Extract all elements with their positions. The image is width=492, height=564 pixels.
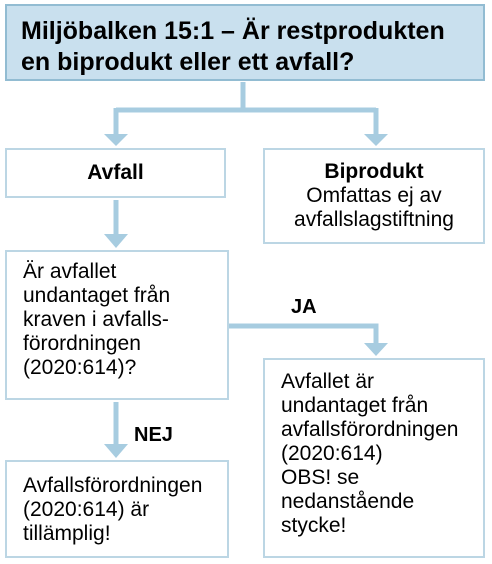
biprodukt-line-2: avfallslagstiftning: [294, 208, 454, 231]
title-line-1: Miljöbalken 15:1 – Är restprodukten: [21, 17, 445, 45]
question-line-3: kraven i avfalls-: [23, 308, 169, 331]
avfall-box: Avfall: [5, 148, 226, 198]
no-result-line-3: tillämplig!: [23, 522, 111, 545]
question-line-2: undantaget från: [23, 284, 171, 307]
yes-result-line-6: nedanstående: [281, 490, 415, 513]
avfall-label: Avfall: [87, 161, 144, 184]
yes-result-box: Avfallet är undantaget från avfallsföror…: [263, 358, 485, 558]
question-box: Är avfallet undantaget från kraven i avf…: [5, 250, 229, 400]
yes-result-line-3: avfallsförordningen: [281, 418, 459, 441]
arrowhead-avfall: [104, 134, 128, 146]
biprodukt-box: Biprodukt Omfattas ej av avfallslagstift…: [263, 148, 485, 244]
yes-result-line-2: undantaget från: [281, 394, 429, 417]
arrowhead-ja: [364, 343, 388, 356]
yes-label: JA: [291, 296, 317, 318]
no-label: NEJ: [134, 424, 173, 446]
yes-result-line-7: stycke!: [281, 514, 347, 537]
arrowhead-question: [104, 234, 128, 248]
question-line-4: förordningen: [23, 332, 141, 355]
title-box: Miljöbalken 15:1 – Är restprodukten en b…: [5, 4, 485, 81]
split-connector: [116, 82, 376, 113]
arrowhead-nej: [104, 444, 128, 458]
title-line-2: en biprodukt eller ett avfall?: [21, 48, 355, 76]
yes-result-line-5: OBS! se: [281, 466, 360, 489]
no-result-box: Avfallsförordningen (2020:614) är tilläm…: [5, 460, 229, 558]
no-result-line-1: Avfallsförordningen: [23, 474, 203, 497]
biprodukt-line-1: Omfattas ej av: [306, 184, 442, 207]
yes-result-line-1: Avfallet är: [281, 370, 374, 393]
question-line-5: (2020:614)?: [23, 356, 137, 379]
arrowhead-biprodukt: [364, 134, 388, 146]
arrow-ja: [229, 323, 379, 346]
no-result-line-2: (2020:614) är: [23, 498, 150, 521]
question-line-1: Är avfallet: [23, 260, 117, 283]
yes-result-line-4: (2020:614): [281, 442, 383, 465]
biprodukt-label: Biprodukt: [324, 160, 424, 183]
